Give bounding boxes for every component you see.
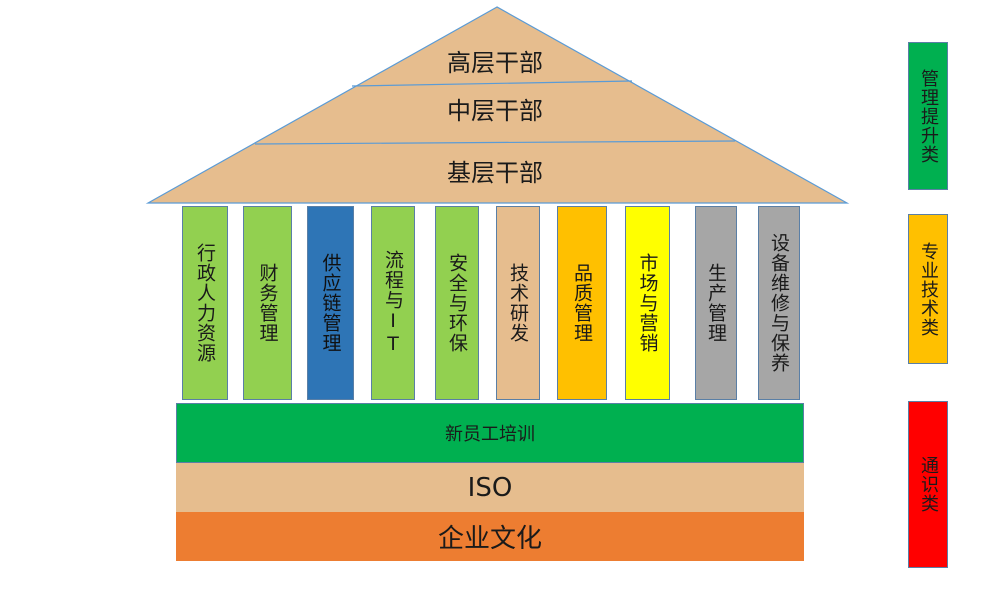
iso-band: ISO <box>176 463 804 512</box>
roof <box>145 6 850 204</box>
iso-label: ISO <box>467 472 513 503</box>
pillar-rnd: 技术研发 <box>496 206 540 400</box>
new-staff-training-label: 新员工培训 <box>445 424 535 445</box>
category-management: 管理提升类 <box>908 42 948 190</box>
pillar-quality: 品质管理 <box>557 206 607 400</box>
pillar-equipment: 设备维修与保养 <box>758 206 800 400</box>
pillar-marketing: 市场与营销 <box>625 206 670 400</box>
pillar-finance: 财务管理 <box>243 206 292 400</box>
pillar-process-it: 流程与IT <box>371 206 415 400</box>
pillar-label: 供应链管理 <box>319 253 342 353</box>
pillar-label: 生产管理 <box>705 263 727 343</box>
pillar-safety-env: 安全与环保 <box>435 206 479 400</box>
category-label: 管理提升类 <box>918 68 939 164</box>
tier-middle-managers: 中层干部 <box>447 97 543 125</box>
corporate-culture-band: 企业文化 <box>176 512 804 561</box>
category-technical: 专业技术类 <box>908 214 948 364</box>
pillar-label: 安全与环保 <box>446 253 468 353</box>
roof-triangle <box>145 6 850 204</box>
pillar-admin-hr: 行政人力资源 <box>182 206 228 400</box>
new-staff-training-band: 新员工培训 <box>176 403 804 463</box>
pillar-label: 市场与营销 <box>636 253 659 353</box>
pillar-production: 生产管理 <box>695 206 737 400</box>
pillar-label: 设备维修与保养 <box>768 233 790 373</box>
pillar-label: 财务管理 <box>256 263 279 343</box>
roof-divider-lower <box>254 140 736 145</box>
pillar-label: 行政人力资源 <box>194 243 216 363</box>
pillar-label: 流程与IT <box>382 250 404 356</box>
tier-senior-managers: 高层干部 <box>447 49 543 77</box>
pillar-supply-chain: 供应链管理 <box>307 206 354 400</box>
category-label: 通识类 <box>918 456 939 513</box>
category-general: 通识类 <box>908 401 948 568</box>
tier-junior-managers: 基层干部 <box>447 159 543 187</box>
corporate-culture-label: 企业文化 <box>437 524 542 554</box>
roof-divider-upper <box>351 80 633 87</box>
category-label: 专业技术类 <box>918 241 939 337</box>
pillar-label: 品质管理 <box>571 263 593 343</box>
pillar-label: 技术研发 <box>507 263 529 343</box>
